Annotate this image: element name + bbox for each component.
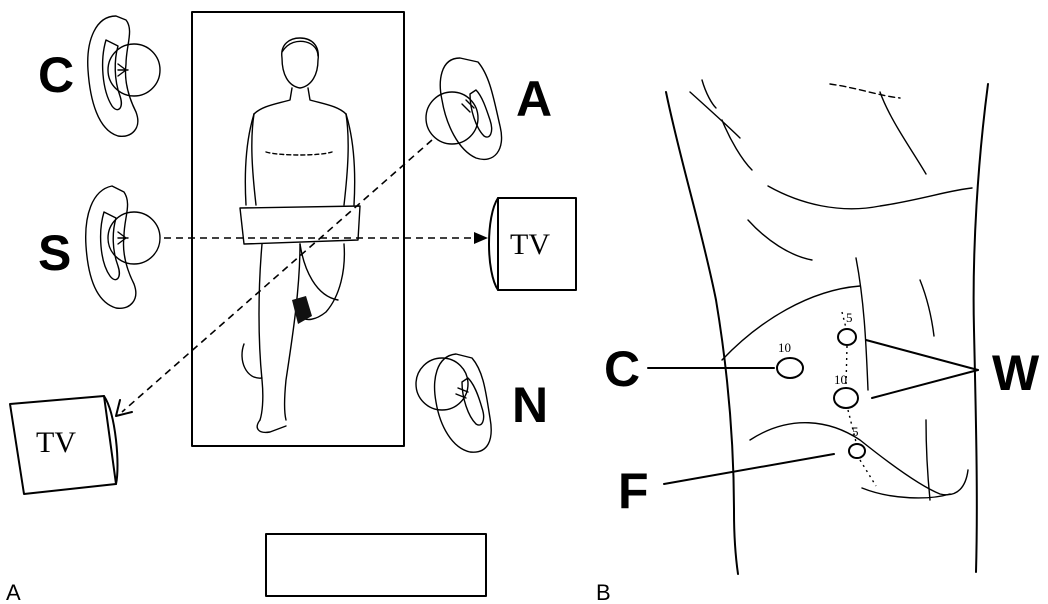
staff-label-a: A bbox=[516, 71, 552, 127]
sightline-a-to-tv bbox=[122, 140, 432, 412]
panel-b-label: B bbox=[596, 580, 611, 604]
monitor-left-label: TV bbox=[36, 426, 76, 459]
staff-label-c: C bbox=[38, 47, 74, 103]
callout-line-f bbox=[664, 454, 834, 484]
torso-right-edge bbox=[974, 84, 988, 572]
monitor-right: TV bbox=[489, 198, 576, 290]
staff-s bbox=[86, 186, 160, 308]
port-middle-size: 10 bbox=[834, 372, 847, 387]
port-camera bbox=[777, 358, 803, 378]
callout-f: F bbox=[618, 463, 649, 519]
port-middle bbox=[834, 388, 858, 408]
port-camera-size: 10 bbox=[778, 340, 791, 355]
staff-label-s: S bbox=[38, 225, 71, 281]
instrument-table bbox=[266, 534, 486, 596]
port-lower bbox=[849, 444, 865, 458]
monitor-left: TV bbox=[10, 396, 118, 494]
operating-table bbox=[192, 12, 404, 446]
patient-figure bbox=[240, 38, 360, 432]
staff-c bbox=[88, 16, 160, 136]
port-line bbox=[842, 312, 876, 486]
port-upper-size: 5 bbox=[846, 310, 853, 325]
staff-n bbox=[416, 354, 491, 452]
callout-line-w-upper bbox=[866, 340, 978, 370]
panel-a-label: A bbox=[6, 580, 21, 604]
sightline-a-arrow bbox=[116, 400, 132, 416]
callout-w: W bbox=[992, 345, 1040, 401]
panel-b-port-placement: 10 5 10 5 C W F B bbox=[596, 80, 1040, 604]
port-upper bbox=[838, 329, 856, 345]
panel-a-operating-room: C A S N TV TV A bbox=[6, 12, 576, 604]
monitor-right-label: TV bbox=[510, 228, 550, 261]
callout-c: C bbox=[604, 341, 640, 397]
staff-a bbox=[426, 58, 502, 159]
torso-left-edge bbox=[666, 92, 738, 574]
sightline-s-arrow bbox=[474, 232, 488, 244]
staff-label-n: N bbox=[512, 377, 548, 433]
port-lower-size: 5 bbox=[852, 424, 859, 439]
callout-line-w-lower bbox=[872, 370, 978, 398]
